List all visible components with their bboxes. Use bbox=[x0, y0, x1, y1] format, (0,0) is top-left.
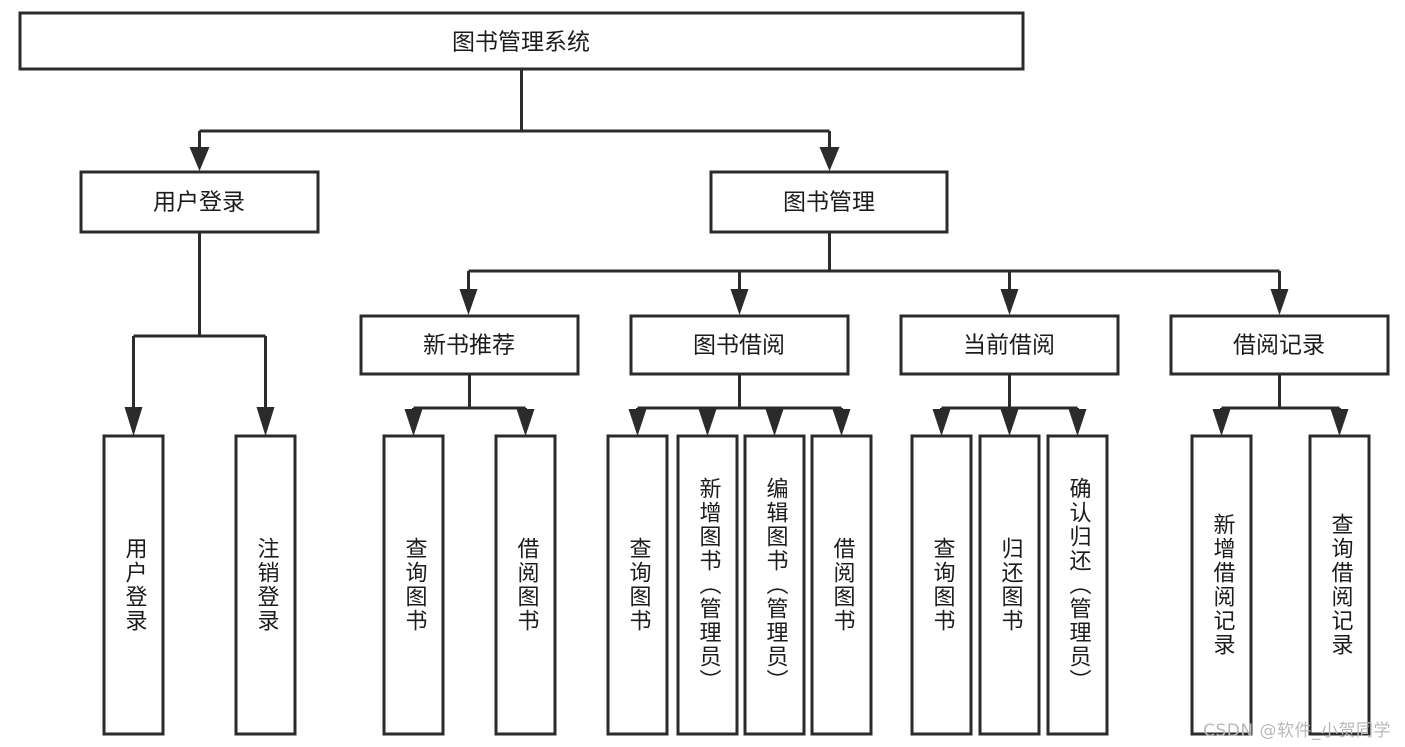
node-current-borrow-label: 当前借阅 bbox=[963, 333, 1055, 359]
arrowhead-bb-leaf-1 bbox=[628, 409, 647, 436]
arrowhead-current-borrow bbox=[1000, 289, 1019, 315]
node-user-login-box bbox=[79, 170, 320, 234]
node-book-management-box bbox=[709, 170, 949, 234]
node-book-management-label: 图书管理 bbox=[783, 190, 875, 216]
node-root-system-box bbox=[18, 11, 1025, 71]
arrowhead-br-leaf-1 bbox=[1212, 409, 1231, 436]
leaf-box-nbr-borrow-book[interactable] bbox=[494, 434, 557, 736]
arrowhead-cb-leaf-3 bbox=[1068, 409, 1087, 436]
leaf-box-bb-query-book[interactable] bbox=[606, 434, 669, 736]
arrowhead-br-leaf-2 bbox=[1330, 409, 1349, 436]
node-borrow-record[interactable]: 借阅记录 bbox=[1169, 314, 1390, 376]
node-book-management[interactable]: 图书管理 bbox=[709, 170, 949, 234]
node-book-borrow-box bbox=[629, 314, 850, 376]
connector-group-book-borrow bbox=[628, 374, 851, 436]
csdn-watermark: CSDN @软件_小贺同学 bbox=[1203, 721, 1391, 741]
leaf-box-br-query-record[interactable] bbox=[1308, 434, 1371, 736]
node-borrow-record-label: 借阅记录 bbox=[1233, 333, 1325, 359]
arrowhead-leaf-logout bbox=[256, 407, 275, 436]
arrowhead-cb-leaf-1 bbox=[932, 409, 951, 436]
arrowhead-user-login bbox=[189, 147, 210, 171]
arrowhead-book-borrow bbox=[730, 289, 749, 315]
arrowhead-borrow-record bbox=[1270, 289, 1289, 315]
arrowhead-bb-leaf-4 bbox=[832, 409, 851, 436]
connector-group-user-login bbox=[124, 232, 275, 436]
leaf-box-br-add-record[interactable] bbox=[1190, 434, 1253, 736]
arrowhead-book-mgmt bbox=[819, 147, 840, 171]
node-user-login[interactable]: 用户登录 bbox=[79, 170, 320, 234]
leaf-box-bb-edit-book[interactable] bbox=[743, 434, 806, 736]
node-new-book-recommend-label: 新书推荐 bbox=[423, 333, 515, 359]
leaf-box-bb-borrow-book[interactable] bbox=[810, 434, 873, 736]
arrowhead-leaf-user-login bbox=[124, 407, 143, 436]
leaf-box-nbr-query-book[interactable] bbox=[382, 434, 445, 736]
connector-group-root bbox=[189, 69, 840, 171]
node-current-borrow-box bbox=[899, 314, 1120, 376]
connector-group-current-borrow bbox=[932, 374, 1087, 436]
leaf-box-logout[interactable] bbox=[234, 434, 297, 736]
node-root-system[interactable]: 图书管理系统 bbox=[18, 11, 1025, 71]
arrowhead-bb-leaf-3 bbox=[765, 409, 784, 436]
node-user-login-label: 用户登录 bbox=[153, 190, 245, 216]
connector-group-new-book-recommend bbox=[404, 374, 535, 436]
arrowhead-nbr-leaf-2 bbox=[516, 409, 535, 436]
node-root-system-label: 图书管理系统 bbox=[452, 30, 590, 56]
leaf-box-cb-return-book[interactable] bbox=[978, 434, 1041, 736]
node-new-book-recommend-box bbox=[359, 314, 580, 376]
arrowhead-cb-leaf-2 bbox=[1000, 409, 1019, 436]
connector-group-borrow-record bbox=[1212, 374, 1349, 436]
node-book-borrow[interactable]: 图书借阅 bbox=[629, 314, 850, 376]
arrowhead-new-book-recommend bbox=[459, 289, 478, 315]
node-current-borrow[interactable]: 当前借阅 bbox=[899, 314, 1120, 376]
node-book-borrow-label: 图书借阅 bbox=[693, 333, 785, 359]
leaf-box-cb-confirm-return[interactable] bbox=[1046, 434, 1109, 736]
node-new-book-recommend[interactable]: 新书推荐 bbox=[359, 314, 580, 376]
connector-group-book-mgmt bbox=[459, 232, 1289, 315]
arrowhead-bb-leaf-2 bbox=[698, 409, 717, 436]
leaf-box-cb-query-book[interactable] bbox=[910, 434, 973, 736]
node-borrow-record-box bbox=[1169, 314, 1390, 376]
arrowhead-nbr-leaf-1 bbox=[404, 409, 423, 436]
leaf-box-bb-add-book[interactable] bbox=[676, 434, 739, 736]
leaf-box-user-login[interactable] bbox=[102, 434, 165, 736]
